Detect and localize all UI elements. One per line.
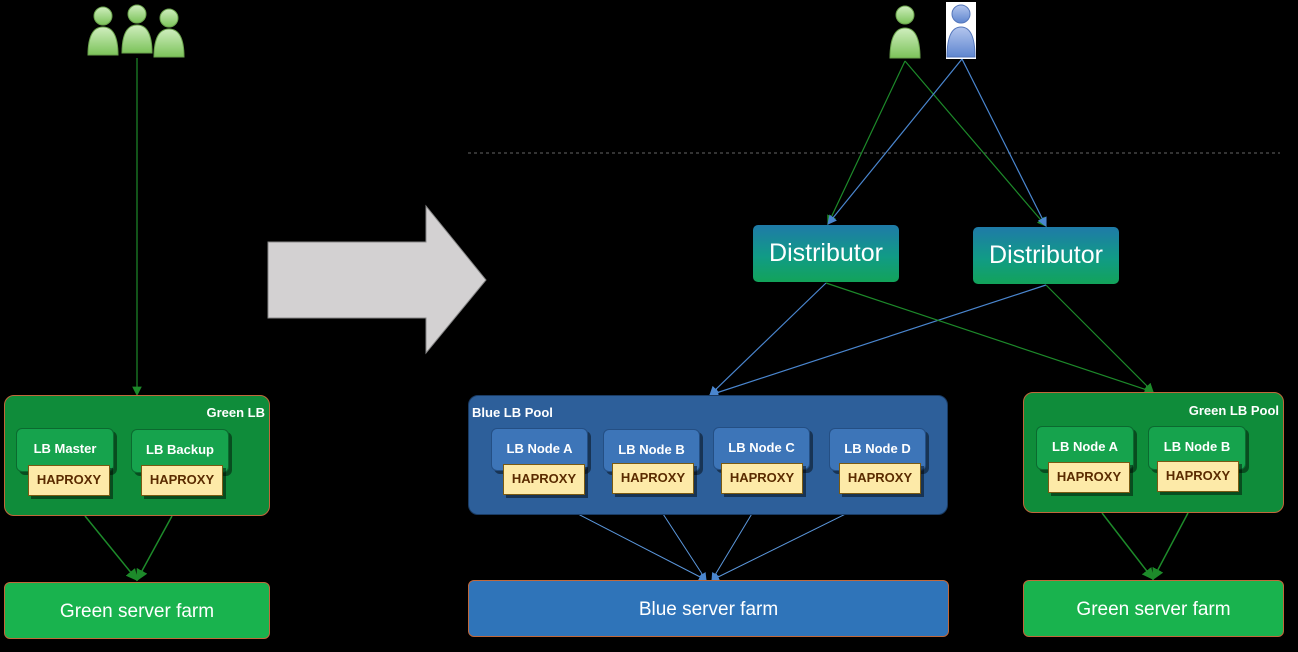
node-label: LB Node C	[728, 440, 795, 455]
haproxy-box: HAPROXY	[839, 463, 921, 494]
group-title: Green LB Pool	[1188, 403, 1279, 418]
haproxy-box: HAPROXY	[721, 463, 803, 494]
user-icon	[889, 5, 921, 59]
user-icon	[946, 4, 976, 58]
haproxy-box: HAPROXY	[1048, 462, 1130, 493]
distributor-2: Distributor	[973, 227, 1119, 284]
green-server-farm: Green server farm	[4, 582, 270, 639]
node-label: LB Node B	[1163, 439, 1231, 454]
node-label: LB Node B	[618, 442, 685, 457]
group-title: Green LB	[206, 405, 265, 420]
node-label: LB Backup	[146, 442, 214, 457]
blue-lb-node-a: LB Node A	[491, 428, 588, 471]
haproxy-box: HAPROXY	[612, 463, 694, 494]
lb-master-node: LB Master	[16, 428, 114, 472]
haproxy-box: HAPROXY	[1157, 461, 1239, 492]
haproxy-box: HAPROXY	[28, 465, 110, 496]
haproxy-box: HAPROXY	[141, 465, 223, 496]
node-label: LB Master	[33, 441, 97, 456]
haproxy-box: HAPROXY	[503, 464, 585, 495]
user-icon	[87, 4, 185, 58]
arrow-right-icon	[267, 204, 487, 355]
node-label: LB Node A	[506, 441, 573, 456]
distributor-1: Distributor	[753, 225, 899, 282]
group-title: Blue LB Pool	[472, 405, 553, 420]
blue-server-farm: Blue server farm	[468, 580, 949, 637]
node-label: LB Node D	[844, 441, 911, 456]
node-label: LB Node A	[1052, 439, 1118, 454]
blue-lb-node-c: LB Node C	[713, 427, 810, 470]
green-server-farm-right: Green server farm	[1023, 580, 1284, 637]
